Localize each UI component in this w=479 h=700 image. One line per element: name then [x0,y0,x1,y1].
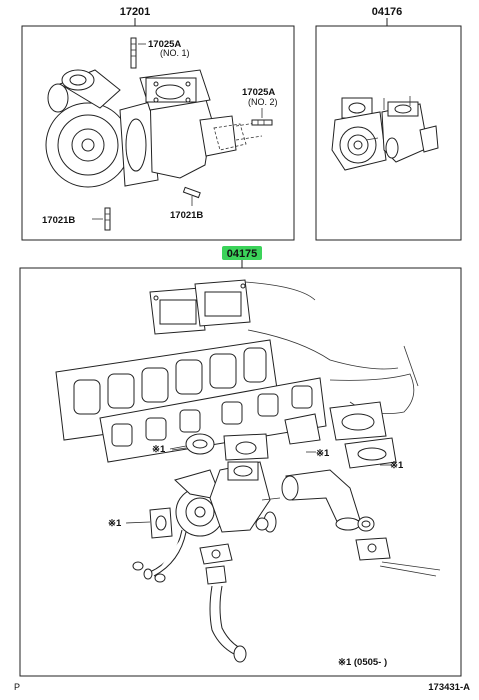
center-gaskets [171,433,269,461]
note-mark-2: ※1 [316,448,330,459]
stud-17021b-left: 17021B [42,207,111,231]
overhaul-kit-panel-border [19,267,462,677]
callout-04175-highlight [222,246,262,260]
flange-gaskets [149,279,251,335]
elbow-pipe [281,469,441,577]
note-mark-1: ※1 [152,444,166,455]
callout-17025a-no2[interactable]: 17025A [242,87,275,98]
callout-17025a-no1-note: (NO. 1) [160,48,190,58]
diagram-id: 173431-A [428,682,470,693]
center-turbocharger [174,461,281,537]
gasket-kit-panel: 04176 [315,6,462,241]
outlet-gaskets [284,401,397,469]
note-mark-4: ※1 [108,518,122,529]
callout-17201[interactable]: 17201 [120,6,151,18]
stud-17021b-right: 17021B [170,186,203,221]
note-mark-3: ※1 [390,460,404,471]
callout-04175[interactable]: 04175 [227,248,258,260]
callout-17021b-right[interactable]: 17021B [170,210,203,221]
stud-17025a-no1: 17025A (NO. 1) [130,37,190,69]
callout-17021b-left[interactable]: 17021B [42,215,75,226]
callout-17025a-no1[interactable]: 17025A [148,39,181,50]
footer-left: P [14,682,20,692]
turbo-assembly-panel: 17201 [21,6,295,241]
left-small-gaskets [149,507,269,539]
stud-17025a-no2: 17025A (NO. 2) [242,87,278,126]
callout-04176[interactable]: 04176 [372,6,403,18]
gasket-kit-panel-border [315,25,462,241]
manifold-gasket-row-2 [99,377,327,463]
turbocharger-drawing [45,69,263,188]
turbocharger-small-drawing [331,96,439,171]
overhaul-kit-panel: 04175 [19,246,462,677]
footnote: ※1 (0505- ) [338,657,387,668]
oil-lines [132,529,247,663]
turbo-panel-border [21,25,295,241]
callout-17025a-no2-note: (NO. 2) [248,97,278,107]
